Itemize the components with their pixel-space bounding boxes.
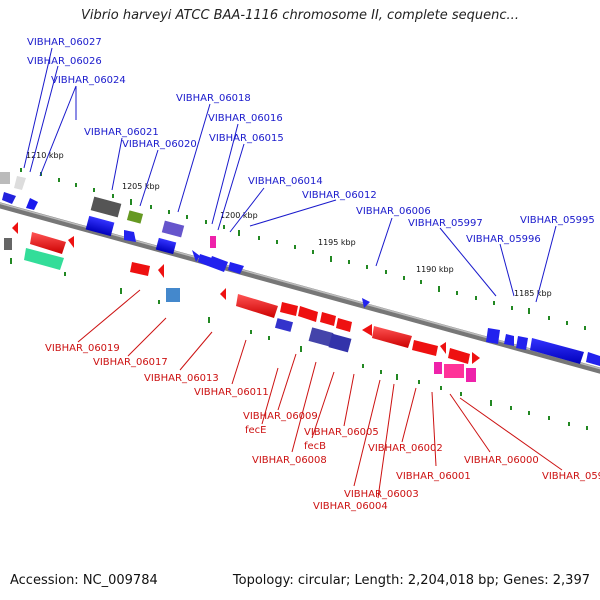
forward-genes bbox=[0, 172, 600, 366]
gene-label: VIBHAR_06021 bbox=[84, 127, 159, 138]
accession-text: Accession: NC_009784 bbox=[10, 573, 158, 588]
gene-label: VIBHAR_06016 bbox=[208, 113, 283, 124]
gene-label: VIBHAR_06011 bbox=[194, 387, 269, 398]
scale-ticks-top bbox=[20, 168, 586, 330]
scale-label: 1210 kbp bbox=[26, 151, 64, 160]
gene-label: VIBHAR_05995 bbox=[520, 215, 595, 226]
gene-label: VIBHAR_06019 bbox=[45, 343, 120, 354]
topology-text: Topology: circular; Length: 2,204,018 bp… bbox=[232, 573, 590, 588]
scale-label: 1195 kbp bbox=[318, 238, 356, 247]
gene-label: VIBHAR_06015 bbox=[209, 133, 284, 144]
gene-label: VIBHAR_05996 bbox=[466, 234, 541, 245]
gene-label: VIBHAR_06026 bbox=[27, 56, 102, 67]
gene-label: VIBHAR_06002 bbox=[368, 443, 443, 454]
gene-label: fecE bbox=[245, 425, 267, 436]
label-leaders-top bbox=[23, 47, 557, 303]
scale-label: 1190 kbp bbox=[416, 265, 454, 274]
gene-label: VIBHAR_06003 bbox=[344, 489, 419, 500]
scale-label: 1205 kbp bbox=[122, 182, 160, 191]
gene-label: VIBHAR_05997 bbox=[408, 218, 483, 229]
gene-label: VIBHAR_06024 bbox=[51, 75, 126, 86]
gene-label: fecB bbox=[304, 441, 326, 452]
scale-label: 1185 kbp bbox=[514, 289, 552, 298]
gene-label: VIBHAR_06006 bbox=[356, 206, 431, 217]
gene-label: VIBHAR_06012 bbox=[302, 190, 377, 201]
gene-label: VIBHAR_06009 bbox=[243, 411, 318, 422]
gene-label: VIBHAR_06005 bbox=[304, 427, 379, 438]
gene-label: VIBHAR_06014 bbox=[248, 176, 323, 187]
gene-label: VIBHAR_06001 bbox=[396, 471, 471, 482]
gene-label: VIBHAR_06004 bbox=[313, 501, 388, 512]
gene-label: VIBHAR_06013 bbox=[144, 373, 219, 384]
scale-label: 1200 kbp bbox=[220, 211, 258, 220]
label-leaders-bottom bbox=[77, 289, 563, 499]
gene-label: VIBHAR_05999 bbox=[542, 471, 600, 482]
map-title: Vibrio harveyi ATCC BAA-1116 chromosome … bbox=[81, 8, 519, 23]
gene-label: VIBHAR_06018 bbox=[176, 93, 251, 104]
reverse-genes bbox=[4, 222, 480, 382]
gene-label: VIBHAR_06017 bbox=[93, 357, 168, 368]
gene-label: VIBHAR_06020 bbox=[122, 139, 197, 150]
gene-label: VIBHAR_06000 bbox=[464, 455, 539, 466]
scale-ticks-bottom bbox=[10, 258, 588, 430]
gene-label: VIBHAR_06008 bbox=[252, 455, 327, 466]
gene-label: VIBHAR_06027 bbox=[27, 37, 102, 48]
